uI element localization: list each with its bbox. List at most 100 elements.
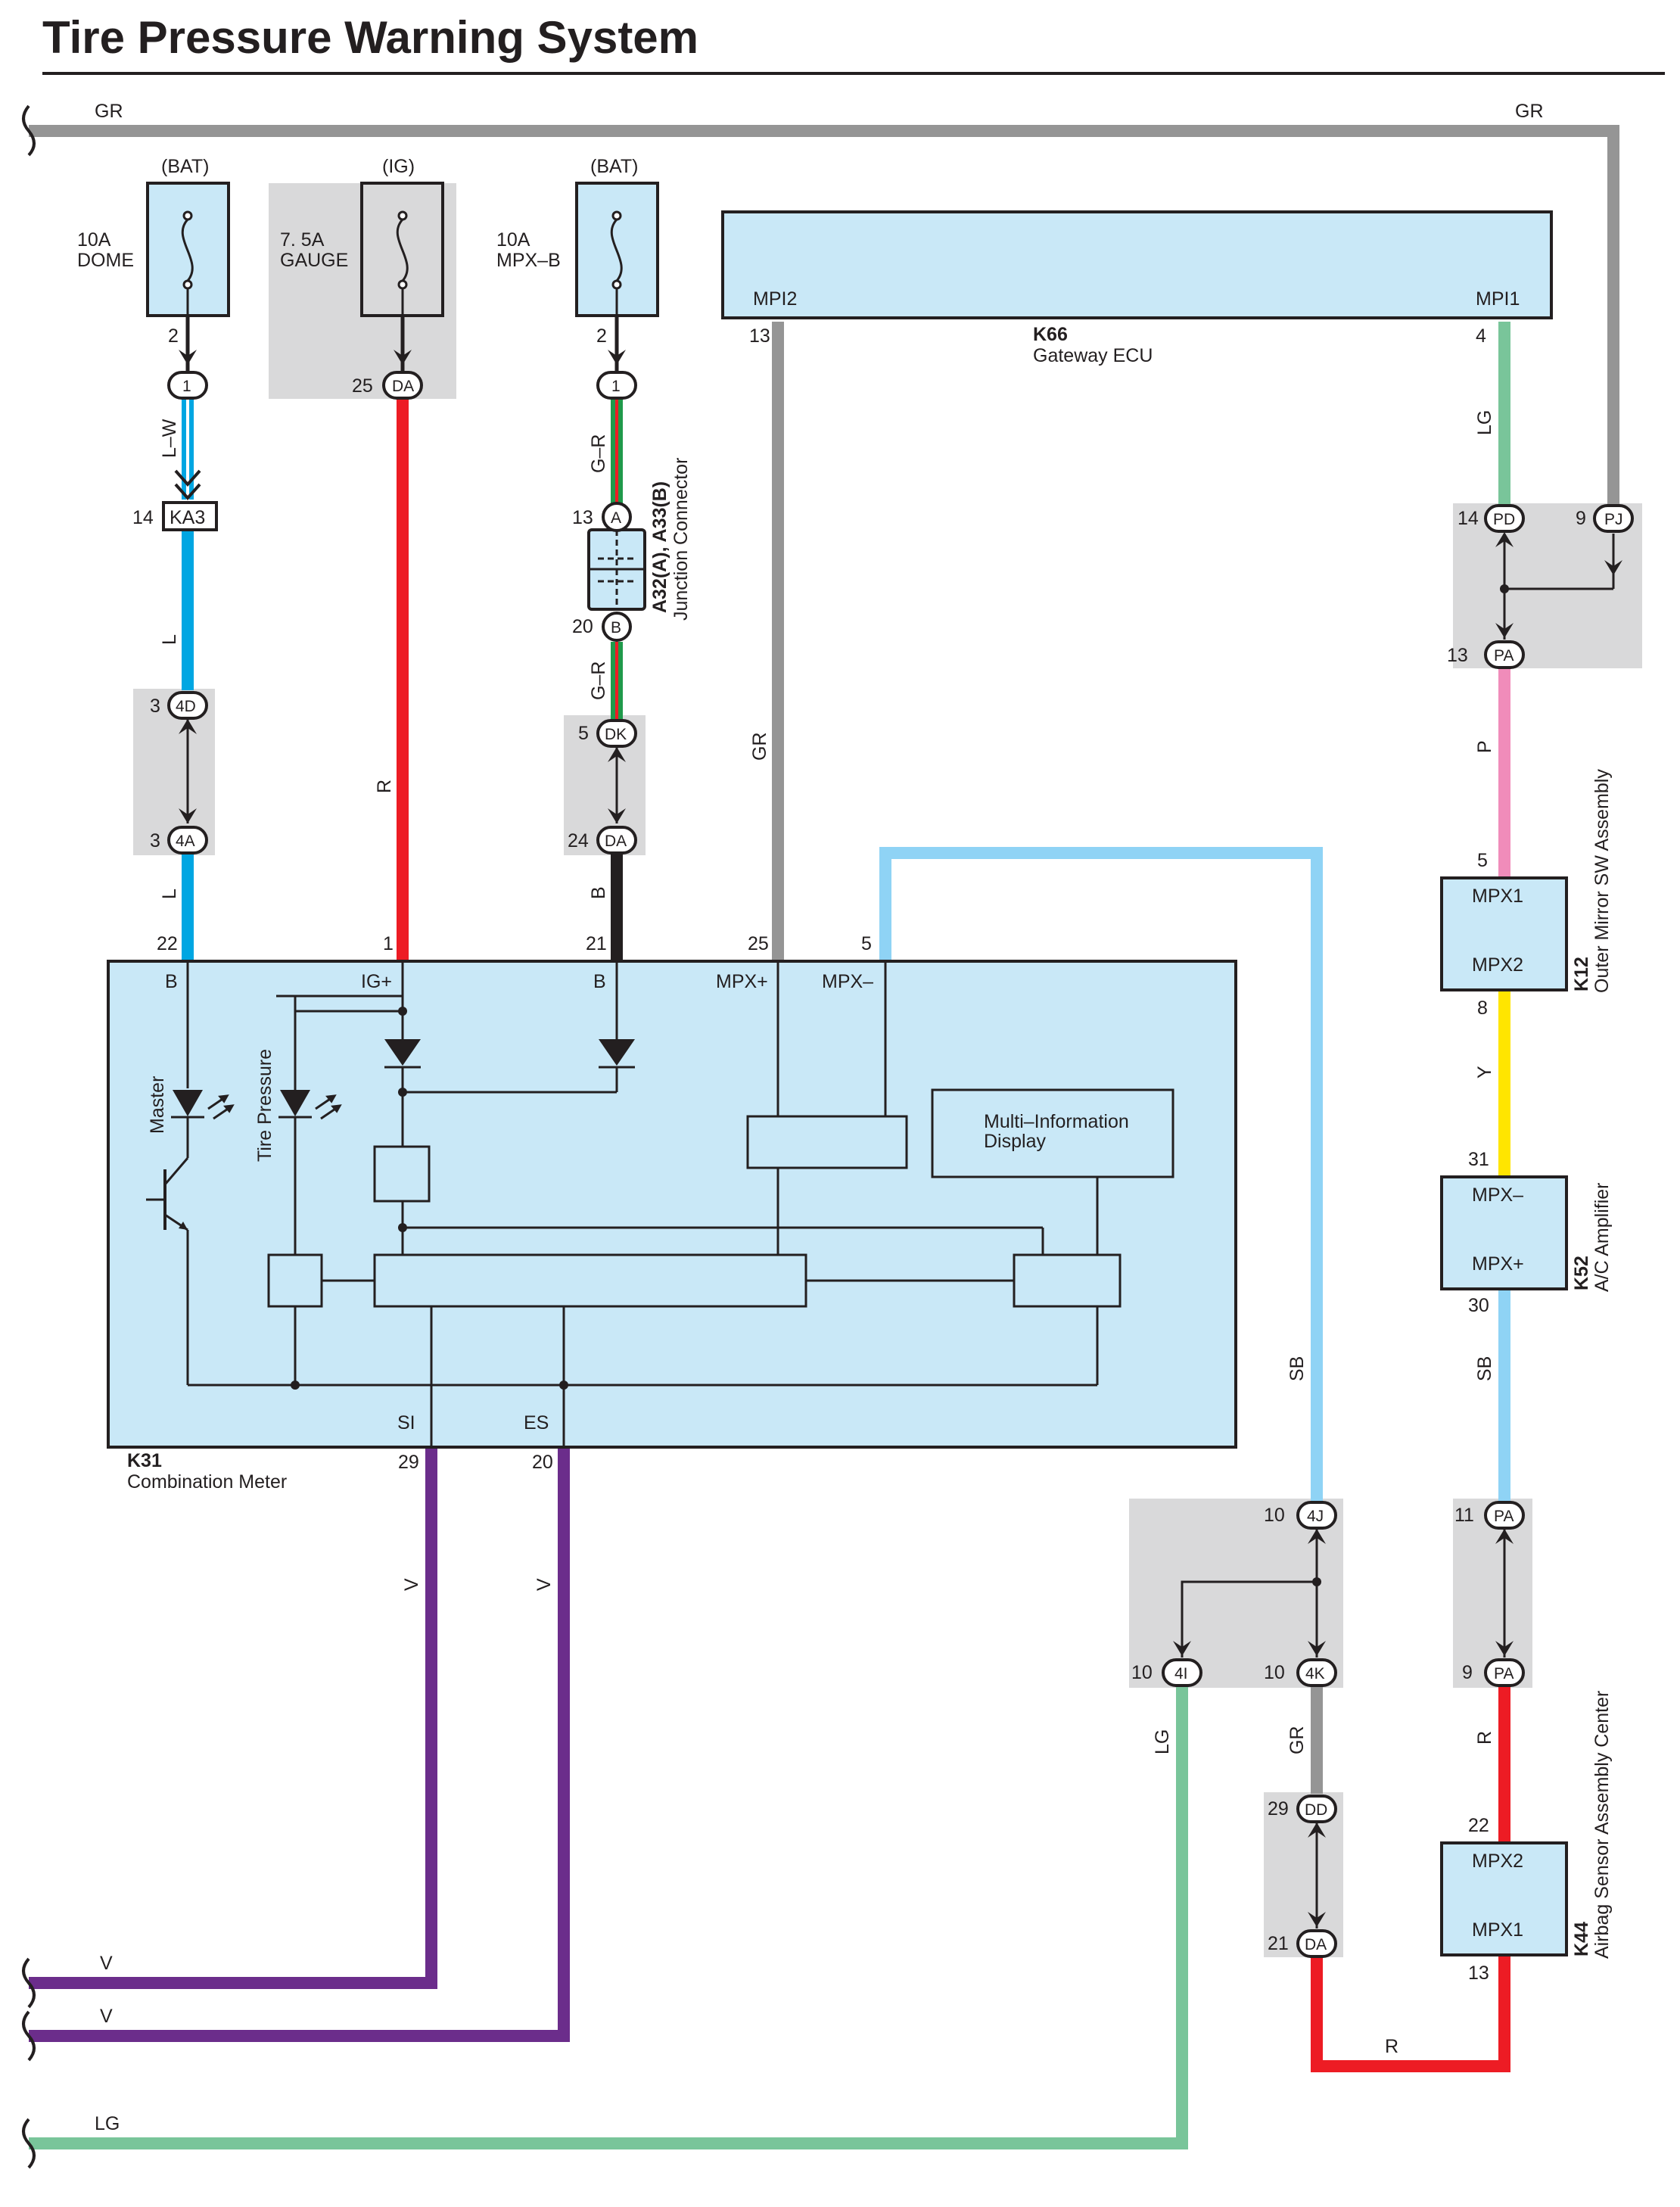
k31-master-label: Master (147, 1076, 168, 1134)
connector-4k (1296, 1641, 1337, 1687)
k31-pin-29: 29 (398, 1452, 419, 1473)
wire-label-y: Y (1474, 1066, 1495, 1079)
wire-label-lg-bot: LG (95, 2113, 120, 2134)
wire-label-gr1: G–R (588, 434, 609, 473)
k31-pin-si: SI (397, 1412, 415, 1433)
k66-box (721, 210, 1553, 319)
connector-da-gauge-id: DA (392, 378, 414, 395)
connector-da-b (596, 808, 637, 854)
connector-pa-bottom (1484, 1641, 1525, 1687)
k66-pin-mpi1: MPI1 (1476, 288, 1520, 310)
k31-pin-20: 20 (532, 1452, 553, 1473)
connector-dk-id: DK (605, 726, 627, 743)
connector-dk-pin: 5 (578, 723, 589, 744)
k66-pin-mpi2: MPI2 (753, 288, 797, 310)
k66-pin-13: 13 (749, 325, 770, 347)
wire-label-sb-k52: SB (1474, 1356, 1495, 1381)
k44-bottom: MPX1 (1472, 1919, 1523, 1941)
k31-pin-25: 25 (748, 933, 769, 954)
wire-v-es (29, 1446, 570, 2042)
k31-pin-1: 1 (383, 933, 394, 954)
connector-da-r-pin: 21 (1268, 1933, 1289, 1954)
junction-connector-name: Junction Connector (670, 458, 692, 621)
k31-tire-pressure-label: Tire Pressure (254, 1049, 275, 1162)
connector-pa-top-pin: 13 (1447, 645, 1468, 666)
k31-mid-label-2: Display (984, 1131, 1046, 1152)
k31-pin-21: 21 (586, 933, 607, 954)
connector-4d-id: 4D (176, 698, 196, 715)
fuse-dome-rating: 10A (77, 229, 111, 251)
wire-label-lw: L–W (159, 419, 180, 458)
connector-ka3-pin: 14 (132, 507, 154, 528)
k31-box (107, 960, 1237, 1449)
connector-4a (167, 808, 208, 854)
connector-a-pin: 13 (572, 507, 593, 528)
k12-top: MPX1 (1472, 886, 1523, 907)
connector-1-dome-id: 1 (182, 378, 191, 395)
connector-4i (1162, 1641, 1202, 1687)
k12-box (1440, 876, 1568, 991)
wire-label-gr-top-right: GR (1515, 101, 1544, 122)
fuse-mpxb-name: MPX–B (496, 250, 561, 271)
wire-r-bottom (1311, 1953, 1510, 2072)
break-mark-top (22, 104, 36, 157)
connector-4j (1296, 1501, 1337, 1544)
k52-pin-31: 31 (1468, 1149, 1489, 1170)
connector-a-id: A (611, 509, 621, 527)
k44-pin-13: 13 (1468, 1963, 1489, 1984)
fuse-gauge-rating: 7. 5A (280, 229, 325, 251)
connector-pa-top (1484, 623, 1525, 669)
shade-pa-pa (1453, 1499, 1532, 1688)
connector-4k-pin: 10 (1264, 1662, 1285, 1683)
wire-label-r-ig: R (374, 780, 395, 793)
k31-mid-label-1: Multi–Information (984, 1111, 1129, 1132)
k12-pin-5: 5 (1477, 850, 1488, 871)
connector-4d (167, 691, 208, 734)
connector-dd-pin: 29 (1268, 1798, 1289, 1819)
k31-pin-b1: B (165, 971, 178, 992)
k12-code: K12 (1571, 957, 1592, 991)
k44-code: K44 (1571, 1922, 1592, 1956)
connector-da-r-id: DA (1305, 1936, 1327, 1953)
wire-label-l1: L (159, 634, 180, 645)
wire-v-si (29, 1446, 437, 1989)
connector-dk (596, 719, 637, 762)
k31-code: K31 (127, 1450, 162, 1471)
break-mark-lg (22, 2118, 36, 2169)
connector-1-dome (167, 350, 208, 400)
connector-b-id: B (611, 619, 621, 637)
k31-pin-22: 22 (157, 933, 178, 954)
shade-4j-4i-4k (1129, 1499, 1343, 1688)
k31-pin-mpxp: MPX+ (716, 971, 768, 992)
fuse-mpxb-pin: 2 (596, 325, 607, 347)
connector-pa-bottom-id: PA (1494, 1665, 1514, 1682)
wire-label-lg-4i: LG (1152, 1729, 1173, 1754)
wire-lg-bottom (29, 1684, 1188, 2149)
wire-label-r-pa: R (1474, 1731, 1495, 1745)
k52-top: MPX– (1472, 1184, 1523, 1206)
connector-dd-id: DD (1305, 1801, 1327, 1819)
k66-pin-4: 4 (1476, 325, 1486, 347)
k44-box (1440, 1841, 1568, 1956)
wire-label-v2: V (534, 1578, 555, 1591)
connector-ka3-id: KA3 (170, 507, 205, 528)
wire-label-lg-k66: LG (1474, 410, 1495, 435)
wire-label-v1: V (401, 1578, 422, 1591)
wire-label-gr-k66: GR (749, 733, 770, 761)
k52-box (1440, 1175, 1568, 1290)
k31-pin-b2: B (593, 971, 606, 992)
k52-code: K52 (1571, 1256, 1592, 1290)
wire-label-l2: L (159, 889, 180, 899)
k44-pin-22: 22 (1468, 1815, 1489, 1836)
connector-a (602, 502, 632, 532)
k12-bottom: MPX2 (1472, 954, 1523, 976)
fuse-mpxb (575, 182, 659, 317)
k66-name: Gateway ECU (1033, 345, 1153, 366)
k31-pin-mpxm: MPX– (822, 971, 873, 992)
connector-pd-id: PD (1493, 511, 1515, 528)
k52-pin-30: 30 (1468, 1295, 1489, 1316)
page-title: Tire Pressure Warning System (42, 12, 698, 63)
wire-label-gr2: G–R (588, 661, 609, 700)
fuse-dome-pin: 2 (168, 325, 179, 347)
wire-gr-top (29, 125, 1619, 515)
